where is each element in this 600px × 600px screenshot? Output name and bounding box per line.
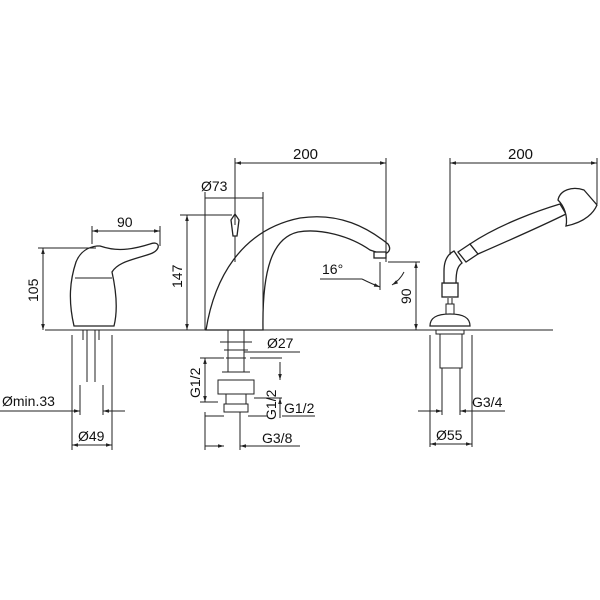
spout-reach-label: 200 bbox=[293, 146, 318, 163]
spout-diameter-label: Ø73 bbox=[201, 178, 228, 194]
spout bbox=[205, 212, 391, 413]
shower-thread-label: G3/4 bbox=[472, 394, 503, 410]
spout-height-label: 147 bbox=[169, 264, 185, 288]
spout-dimensions: Ø73 147 200 16° 90 Ø27 G1/2 G1/2 G1/2 G3… bbox=[169, 146, 420, 450]
mixer-base-label: Ø49 bbox=[78, 428, 105, 444]
mixer-handle bbox=[69, 242, 159, 382]
spout-thread1-label: G1/2 bbox=[187, 367, 203, 398]
shower-reach-label: 200 bbox=[508, 146, 533, 163]
spout-outlet-height-label: 90 bbox=[398, 288, 414, 304]
spout-angle-label: 16° bbox=[322, 261, 343, 277]
mixer-dimensions: 90 105 Ømin.33 Ø49 bbox=[0, 214, 161, 450]
shower-dimensions: 200 G3/4 Ø55 bbox=[418, 146, 598, 447]
spout-thread3-label: G3/8 bbox=[262, 430, 293, 446]
mixer-width-label: 90 bbox=[117, 214, 133, 230]
mixer-height-label: 105 bbox=[25, 278, 41, 302]
spout-pipe-label: Ø27 bbox=[267, 335, 294, 351]
hand-shower bbox=[429, 187, 598, 369]
mixer-hole-label: Ømin.33 bbox=[2, 393, 55, 409]
spout-thread2-label: G1/2 bbox=[263, 389, 279, 420]
shower-base-label: Ø55 bbox=[436, 427, 463, 443]
spout-thread2b-label: G1/2 bbox=[284, 400, 315, 416]
